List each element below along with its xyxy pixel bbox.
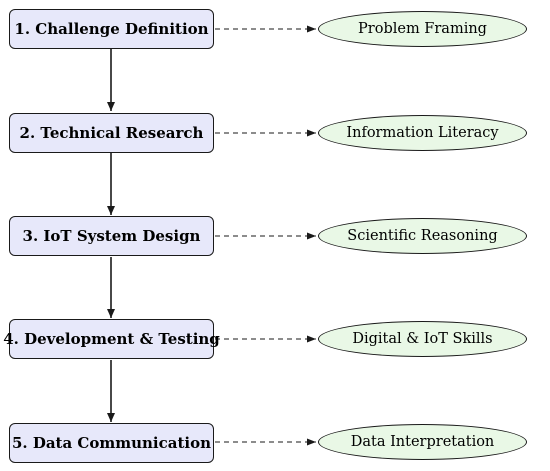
skill-problem-framing: Problem Framing — [318, 11, 527, 47]
skill-label: Information Literacy — [346, 125, 499, 141]
skill-scientific-reasoning: Scientific Reasoning — [318, 218, 527, 254]
step-iot-system-design: 3. IoT System Design — [9, 216, 214, 256]
step-data-communication: 5. Data Communication — [9, 423, 214, 463]
skill-information-literacy: Information Literacy — [318, 115, 527, 151]
step-challenge-definition: 1. Challenge Definition — [9, 9, 214, 49]
step-label: 5. Data Communication — [11, 434, 212, 452]
step-label: 2. Technical Research — [19, 124, 204, 142]
skill-label: Scientific Reasoning — [347, 228, 498, 244]
skill-digital-iot-skills: Digital & IoT Skills — [318, 321, 527, 357]
step-label: 1. Challenge Definition — [14, 20, 209, 38]
step-label: 4. Development & Testing — [3, 330, 220, 348]
step-label: 3. IoT System Design — [22, 227, 201, 245]
step-technical-research: 2. Technical Research — [9, 113, 214, 153]
skill-label: Problem Framing — [358, 21, 487, 37]
skill-label: Data Interpretation — [350, 434, 495, 450]
skill-data-interpretation: Data Interpretation — [318, 424, 527, 460]
step-development-testing: 4. Development & Testing — [3, 319, 220, 359]
skill-label: Digital & IoT Skills — [352, 331, 493, 347]
